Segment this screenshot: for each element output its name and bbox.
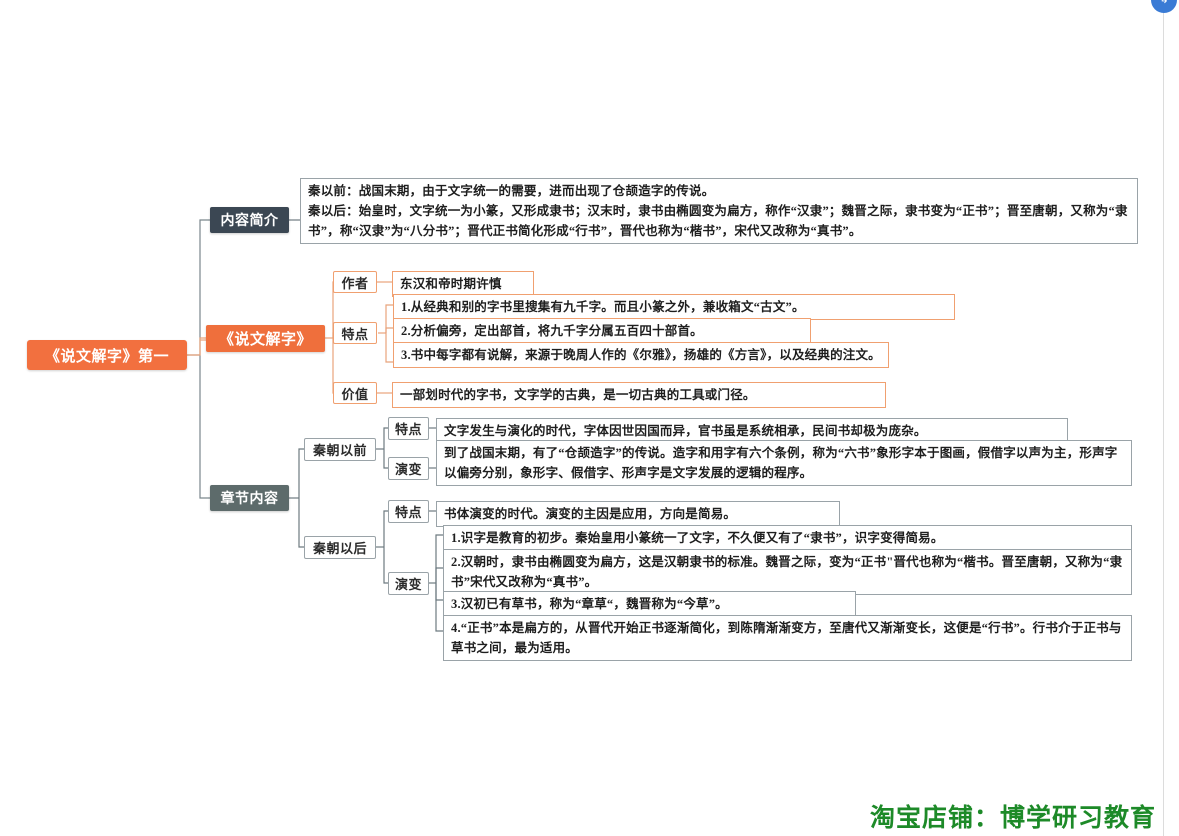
features-shuowen-item-2[interactable]: 3.书中每字都有说解，来源于晚周人作的《尔雅》，扬雄的《方言》，以及经典的注文。 xyxy=(393,342,889,368)
group-label-features-shuowen[interactable]: 特点 xyxy=(333,322,377,344)
branch-node-chapters[interactable]: 章节内容 xyxy=(210,485,289,511)
sub-node-pre-qin-label: 秦朝以前 xyxy=(312,443,367,458)
group-label-author[interactable]: 作者 xyxy=(333,271,377,293)
group-label-features-post-qin[interactable]: 特点 xyxy=(388,500,429,523)
features-pre-qin-item-0-text: 文字发生与演化的时代，字体因世因国而异，官书虽是系统相承，民间书却极为庞杂。 xyxy=(444,424,927,438)
group-label-features-post-qin-text: 特点 xyxy=(394,505,422,520)
evolution-post-qin-item-2-text: 3.汉初已有草书，称为“章草“，魏晋称为“今草”。 xyxy=(451,597,728,611)
root-node-label: 《说文解字》第一 xyxy=(44,348,169,365)
features-shuowen-item-1-text: 2.分析偏旁，定出部首，将九千字分属五百四十部首。 xyxy=(401,324,703,338)
branch-node-intro[interactable]: 内容简介 xyxy=(210,207,289,233)
group-label-value-text: 价值 xyxy=(341,386,369,402)
group-label-features-pre-qin-text: 特点 xyxy=(394,422,422,437)
root-node[interactable]: 《说文解字》第一 xyxy=(27,340,187,370)
sub-node-post-qin-label: 秦朝以后 xyxy=(312,541,367,556)
group-label-author-text: 作者 xyxy=(341,275,369,291)
features-shuowen-item-2-text: 3.书中每字都有说解，来源于晚周人作的《尔雅》，扬雄的《方言》，以及经典的注文。 xyxy=(401,348,881,362)
intro-content-box[interactable]: 秦以前：战国末期，由于文字统一的需要，进而出现了仓颉造字的传说。 秦以后：始皇时… xyxy=(300,178,1138,244)
branch-node-shuowen[interactable]: 《说文解字》 xyxy=(206,325,325,352)
sub-node-post-qin[interactable]: 秦朝以后 xyxy=(304,536,376,559)
shop-watermark: 淘宝店铺：博学研习教育 xyxy=(870,798,1156,834)
group-label-features-pre-qin[interactable]: 特点 xyxy=(388,417,429,440)
features-pre-qin-item-0[interactable]: 文字发生与演化的时代，字体因世因国而异，官书虽是系统相承，民间书却极为庞杂。 xyxy=(436,418,1068,444)
group-label-evolution-pre-qin-text: 演变 xyxy=(394,462,422,477)
author-item-0-text: 东汉和帝时期许慎 xyxy=(400,277,502,291)
features-shuowen-item-0[interactable]: 1.从经典和别的字书里搜集有九千字。而且小篆之外，兼收箱文“古文”。 xyxy=(393,294,955,320)
branch-node-shuowen-label: 《说文解字》 xyxy=(218,332,312,348)
group-label-evolution-pre-qin[interactable]: 演变 xyxy=(388,457,429,480)
author-item-0[interactable]: 东汉和帝时期许慎 xyxy=(392,271,534,297)
share-arrow-icon[interactable]: ↳ xyxy=(1151,0,1177,13)
evolution-post-qin-item-0[interactable]: 1.识字是教育的初步。秦始皇用小篆统一了文字，不久便又有了“隶书”，识字变得简易… xyxy=(443,525,1132,551)
right-scroll-rail[interactable]: ↳ xyxy=(1151,0,1179,836)
sub-node-pre-qin[interactable]: 秦朝以前 xyxy=(304,438,376,461)
branch-node-chapters-label: 章节内容 xyxy=(220,492,279,507)
features-shuowen-item-1[interactable]: 2.分析偏旁，定出部首，将九千字分属五百四十部首。 xyxy=(393,318,811,344)
group-label-features-shuowen-text: 特点 xyxy=(341,326,369,342)
group-label-evolution-post-qin-text: 演变 xyxy=(394,577,422,592)
evolution-post-qin-item-2[interactable]: 3.汉初已有草书，称为“章草“，魏晋称为“今草”。 xyxy=(443,591,856,617)
evolution-post-qin-item-1[interactable]: 2.汉朝时，隶书由椭圆变为扁方，这是汉朝隶书的标准。魏晋之际，变为“正书"晋代也… xyxy=(443,549,1132,595)
evolution-post-qin-item-0-text: 1.识字是教育的初步。秦始皇用小篆统一了文字，不久便又有了“隶书”，识字变得简易… xyxy=(451,531,944,545)
evolution-post-qin-item-3-text: 4.“正书”本是扁方的，从晋代开始正书逐渐简化，到陈隋渐渐变方，至唐代又渐渐变长… xyxy=(451,621,1122,655)
group-label-evolution-post-qin[interactable]: 演变 xyxy=(388,572,429,595)
intro-content-text: 秦以前：战国末期，由于文字统一的需要，进而出现了仓颉造字的传说。 秦以后：始皇时… xyxy=(308,184,1128,238)
evolution-pre-qin-item-0[interactable]: 到了战国末期，有了“仓颉造字”的传说。造字和用字有六个条例，称为“六书”象形字本… xyxy=(436,440,1132,486)
features-post-qin-item-0[interactable]: 书体演变的时代。演变的主因是应用，方向是简易。 xyxy=(436,501,840,527)
features-shuowen-item-0-text: 1.从经典和别的字书里搜集有九千字。而且小篆之外，兼收箱文“古文”。 xyxy=(401,300,805,314)
value-item-0-text: 一部划时代的字书，文字学的古典，是一切古典的工具或门径。 xyxy=(400,388,756,402)
share-arrow-glyph: ↳ xyxy=(1159,0,1168,6)
branch-node-intro-label: 内容简介 xyxy=(220,214,279,229)
value-item-0[interactable]: 一部划时代的字书，文字学的古典，是一切古典的工具或门径。 xyxy=(392,382,886,408)
evolution-post-qin-item-1-text: 2.汉朝时，隶书由椭圆变为扁方，这是汉朝隶书的标准。魏晋之际，变为“正书"晋代也… xyxy=(451,555,1123,589)
evolution-post-qin-item-3[interactable]: 4.“正书”本是扁方的，从晋代开始正书逐渐简化，到陈隋渐渐变方，至唐代又渐渐变长… xyxy=(443,615,1132,661)
features-post-qin-item-0-text: 书体演变的时代。演变的主因是应用，方向是简易。 xyxy=(444,507,737,521)
evolution-pre-qin-item-0-text: 到了战国末期，有了“仓颉造字”的传说。造字和用字有六个条例，称为“六书”象形字本… xyxy=(444,446,1118,480)
shop-watermark-text: 淘宝店铺：博学研习教育 xyxy=(870,803,1157,832)
group-label-value[interactable]: 价值 xyxy=(333,382,377,404)
